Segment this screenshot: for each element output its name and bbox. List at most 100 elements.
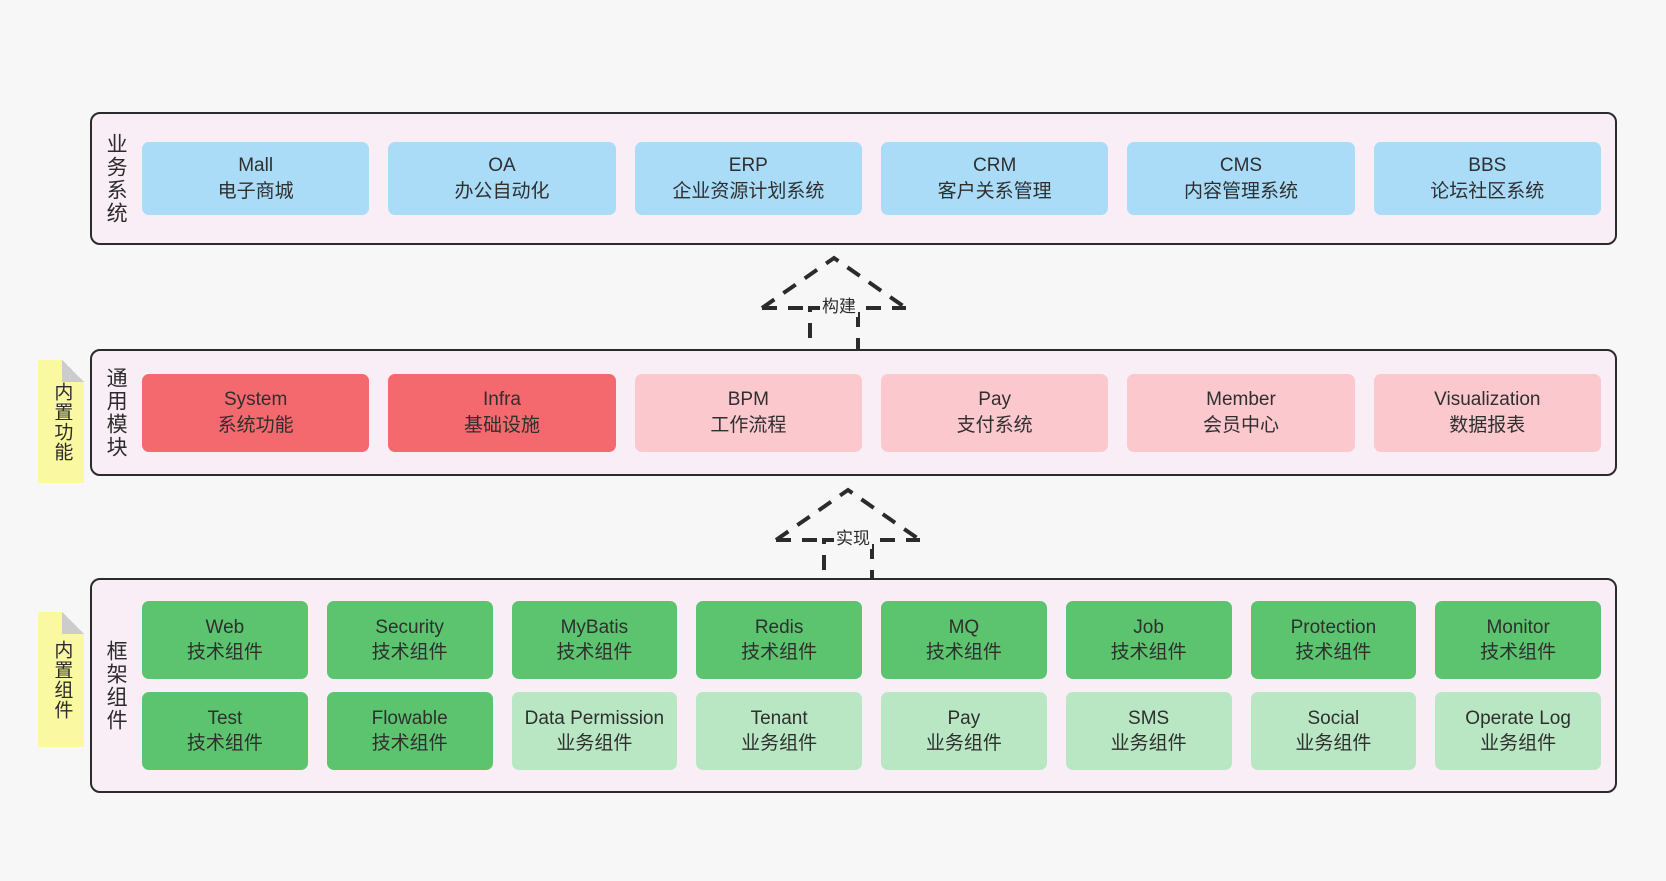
sticky-note-text: 内置功能 <box>51 381 73 462</box>
framework-components-row-2: Test 技术组件 Flowable 技术组件 Data Permission … <box>142 692 1601 770</box>
node-subtitle: 数据报表 <box>1449 414 1526 436</box>
node-subtitle: 技术组件 <box>186 733 263 754</box>
sticky-note-builtin-components: 内置组件 <box>38 612 84 747</box>
node-title: MQ <box>948 616 980 638</box>
node-title: ERP <box>728 155 768 177</box>
layer-body-common-modules: System 系统功能 Infra 基础设施 BPM 工作流程 Pay 支付系统… <box>138 351 1615 474</box>
node-flowable[interactable]: Flowable 技术组件 <box>326 692 493 770</box>
node-subtitle: 论坛社区系统 <box>1430 180 1545 202</box>
node-subtitle: 内容管理系统 <box>1183 180 1298 202</box>
common-modules-row: System 系统功能 Infra 基础设施 BPM 工作流程 Pay 支付系统… <box>142 373 1601 452</box>
node-oa[interactable]: OA 办公自动化 <box>388 142 616 215</box>
node-subtitle: 会员中心 <box>1202 414 1279 436</box>
node-operate-log[interactable]: Operate Log 业务组件 <box>1435 692 1601 770</box>
node-subtitle: 业务组件 <box>1110 733 1187 754</box>
node-crm[interactable]: CRM 客户关系管理 <box>880 142 1109 215</box>
node-subtitle: 支付系统 <box>956 414 1033 436</box>
layer-panel-framework-components: 框架组件 Web 技术组件 Security 技术组件 MyBatis 技术组件… <box>90 578 1617 793</box>
arrow-head-build <box>760 255 908 310</box>
node-subtitle: 企业资源计划系统 <box>672 180 825 202</box>
node-title: Visualization <box>1434 389 1541 411</box>
node-title: Infra <box>482 389 521 411</box>
node-subtitle: 基础设施 <box>463 414 540 436</box>
node-title: Mall <box>238 155 274 177</box>
layer-panel-common-modules: 通用模块 System 系统功能 Infra 基础设施 BPM 工作流程 Pay… <box>90 349 1617 476</box>
node-title: Pay <box>978 389 1012 411</box>
node-subtitle: 技术组件 <box>186 642 263 663</box>
node-test[interactable]: Test 技术组件 <box>142 692 308 770</box>
node-visualization[interactable]: Visualization 数据报表 <box>1373 373 1601 452</box>
layer-label-common-modules: 通用模块 <box>104 366 128 459</box>
node-title: System <box>223 389 288 411</box>
node-title: SMS <box>1128 707 1170 729</box>
connector-label-implement: 实现 <box>834 524 872 549</box>
node-subtitle: 技术组件 <box>741 642 818 663</box>
node-title: MyBatis <box>560 616 629 638</box>
node-title: CRM <box>973 155 1017 177</box>
node-subtitle: 技术组件 <box>371 733 448 754</box>
node-pay-module[interactable]: Pay 支付系统 <box>880 373 1109 452</box>
node-mq[interactable]: MQ 技术组件 <box>881 601 1047 679</box>
layer-label-framework-components: 框架组件 <box>104 639 128 732</box>
node-subtitle: 技术组件 <box>556 642 633 663</box>
node-protection[interactable]: Protection 技术组件 <box>1250 601 1417 679</box>
node-bpm[interactable]: BPM 工作流程 <box>634 373 862 452</box>
node-job[interactable]: Job 技术组件 <box>1065 601 1232 679</box>
node-subtitle: 技术组件 <box>1480 642 1557 663</box>
node-title: Security <box>375 616 444 638</box>
node-title: Monitor <box>1486 616 1550 638</box>
node-member[interactable]: Member 会员中心 <box>1127 373 1355 452</box>
node-title: Job <box>1133 616 1164 638</box>
node-title: Social <box>1307 707 1360 729</box>
node-monitor[interactable]: Monitor 技术组件 <box>1435 601 1601 679</box>
node-subtitle: 电子商城 <box>217 180 294 202</box>
node-subtitle: 办公自动化 <box>454 180 550 202</box>
node-subtitle: 业务组件 <box>925 733 1002 754</box>
node-pay-component[interactable]: Pay 业务组件 <box>881 692 1047 770</box>
sticky-note-builtin-features: 内置功能 <box>38 360 84 483</box>
node-title: Tenant <box>750 707 808 729</box>
connector-build: 构建 <box>744 250 924 355</box>
node-title: Member <box>1206 389 1276 411</box>
node-system[interactable]: System 系统功能 <box>142 373 370 452</box>
node-subtitle: 技术组件 <box>1110 642 1187 663</box>
node-web[interactable]: Web 技术组件 <box>142 601 308 679</box>
node-title: Data Permission <box>524 707 665 729</box>
node-title: BPM <box>727 389 769 411</box>
node-infra[interactable]: Infra 基础设施 <box>388 373 616 452</box>
node-tenant[interactable]: Tenant 业务组件 <box>696 692 862 770</box>
node-subtitle: 技术组件 <box>1295 642 1372 663</box>
node-title: Test <box>207 707 243 729</box>
node-title: Operate Log <box>1465 707 1571 729</box>
layer-panel-business-systems: 业务系统 Mall 电子商城 OA 办公自动化 ERP 企业资源计划系统 CRM… <box>90 112 1617 245</box>
node-mybatis[interactable]: MyBatis 技术组件 <box>511 601 678 679</box>
node-erp[interactable]: ERP 企业资源计划系统 <box>634 142 862 215</box>
node-title: Protection <box>1290 616 1377 638</box>
layer-body-framework-components: Web 技术组件 Security 技术组件 MyBatis 技术组件 Redi… <box>138 580 1615 791</box>
sticky-note-text: 内置组件 <box>51 639 73 720</box>
node-data-permission[interactable]: Data Permission 业务组件 <box>511 692 678 770</box>
node-subtitle: 技术组件 <box>925 642 1002 663</box>
connector-label-build: 构建 <box>820 292 858 317</box>
node-subtitle: 系统功能 <box>217 414 294 436</box>
node-security[interactable]: Security 技术组件 <box>326 601 493 679</box>
node-cms[interactable]: CMS 内容管理系统 <box>1127 142 1355 215</box>
layer-label-business-systems: 业务系统 <box>104 132 128 225</box>
node-title: Flowable <box>371 707 448 729</box>
node-title: Web <box>205 616 245 638</box>
node-title: OA <box>488 155 516 177</box>
node-redis[interactable]: Redis 技术组件 <box>696 601 862 679</box>
node-social[interactable]: Social 业务组件 <box>1250 692 1417 770</box>
node-title: BBS <box>1468 155 1507 177</box>
node-subtitle: 业务组件 <box>1480 733 1557 754</box>
node-subtitle: 业务组件 <box>556 733 633 754</box>
node-bbs[interactable]: BBS 论坛社区系统 <box>1373 142 1601 215</box>
node-mall[interactable]: Mall 电子商城 <box>142 142 370 215</box>
framework-components-row-1: Web 技术组件 Security 技术组件 MyBatis 技术组件 Redi… <box>142 601 1601 679</box>
node-title: Pay <box>947 707 981 729</box>
arrow-head-implement <box>774 487 922 542</box>
layer-body-business-systems: Mall 电子商城 OA 办公自动化 ERP 企业资源计划系统 CRM 客户关系… <box>138 114 1615 243</box>
business-systems-row: Mall 电子商城 OA 办公自动化 ERP 企业资源计划系统 CRM 客户关系… <box>142 142 1601 215</box>
node-sms[interactable]: SMS 业务组件 <box>1065 692 1232 770</box>
